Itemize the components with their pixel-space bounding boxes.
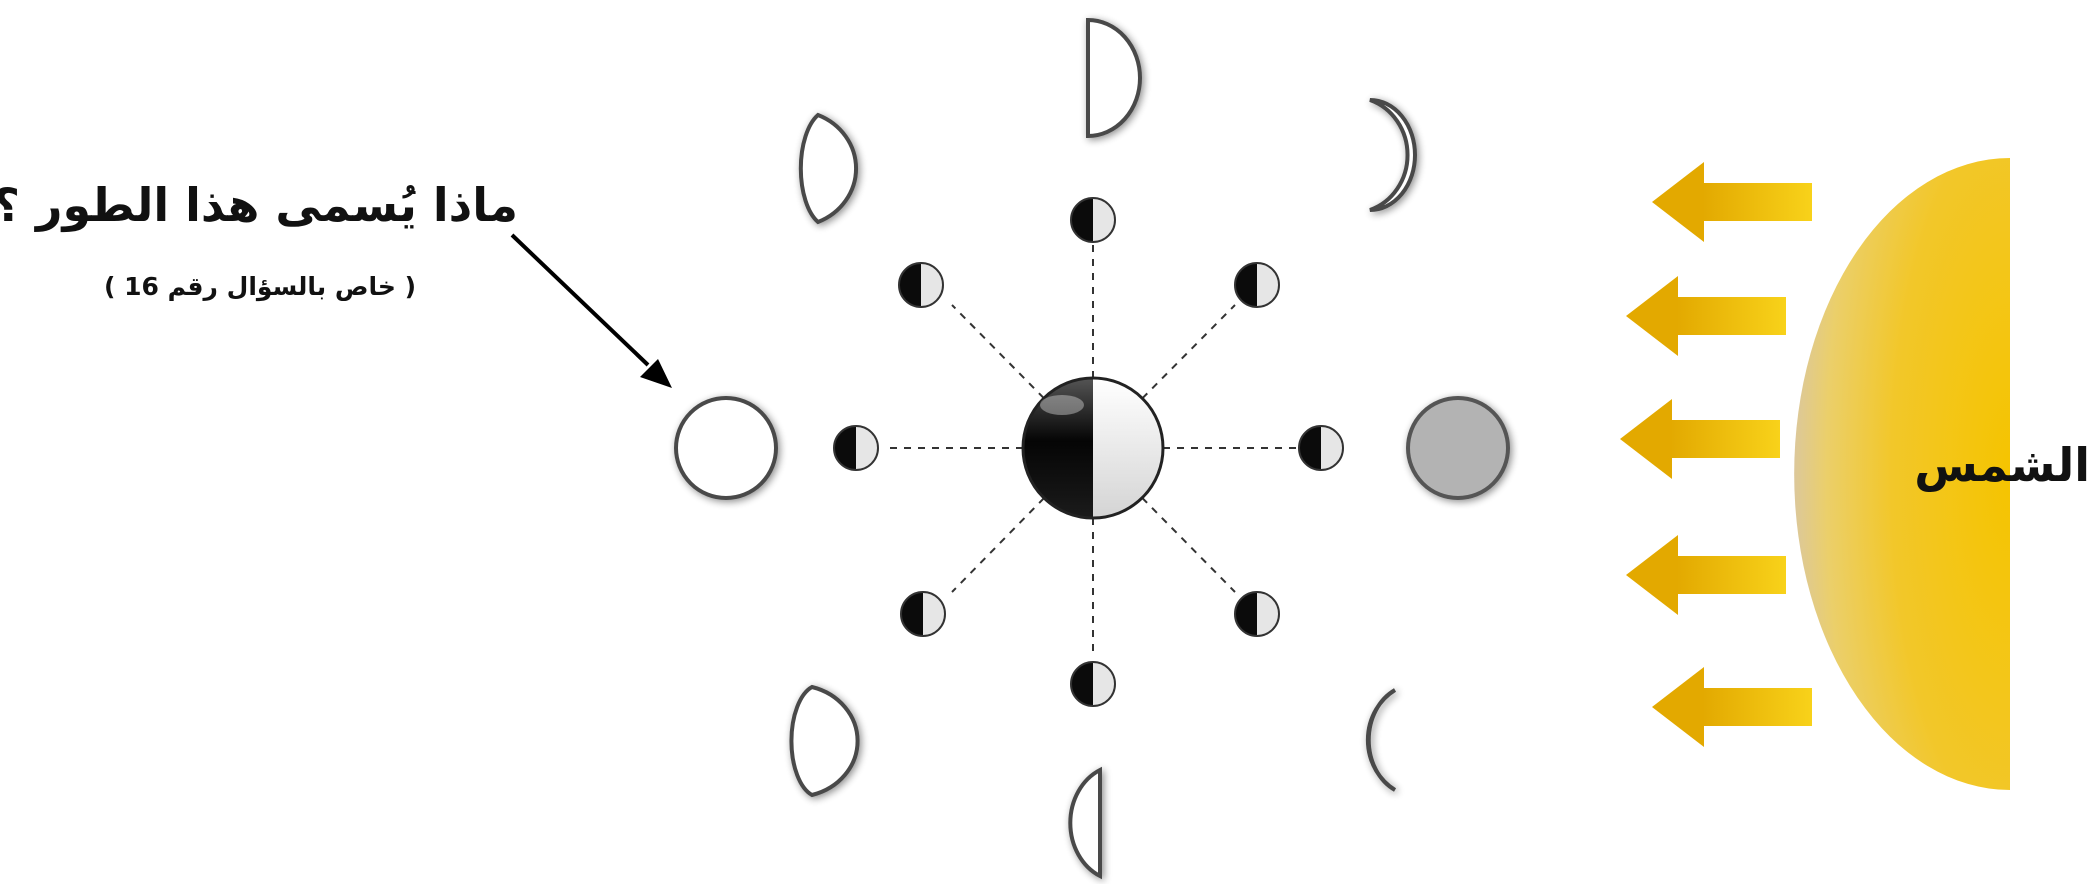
question-text: ماذا يُسمى هذا الطور ؟ [18,178,518,232]
sunlight-arrows [1620,162,1812,747]
full-moon-icon [676,398,776,498]
waxing-crescent-icon [1370,100,1415,210]
new-moon-icon [1408,398,1508,498]
sunlight-arrow-2 [1626,276,1786,356]
orbit-moon-right [1299,426,1343,470]
last-quarter-icon [1070,770,1100,876]
pointer-arrow [512,235,672,388]
sun-label: الشمس [1900,438,2090,492]
sunlight-arrow-4 [1626,535,1786,615]
first-quarter-icon [1088,20,1140,136]
orbit-moon-top [1071,198,1115,242]
sunlight-arrow-5 [1652,667,1812,747]
orbit-moon-top-left [899,263,943,307]
waxing-gibbous-icon [801,115,856,222]
orbit-moon-left [834,426,878,470]
earth-icon [1023,378,1163,518]
question-note: ( خاص بالسؤال رقم 16 ) [95,272,425,301]
waning-crescent-icon [1368,690,1395,790]
orbit-moon-bottom-left [901,592,945,636]
orbit-moon-bottom-right [1235,592,1279,636]
orbit-moon-top-right [1235,263,1279,307]
waning-gibbous-icon [791,687,857,795]
sunlight-arrow-1 [1652,162,1812,242]
sunlight-arrow-3 [1620,399,1780,479]
orbit-moon-bottom [1071,662,1115,706]
